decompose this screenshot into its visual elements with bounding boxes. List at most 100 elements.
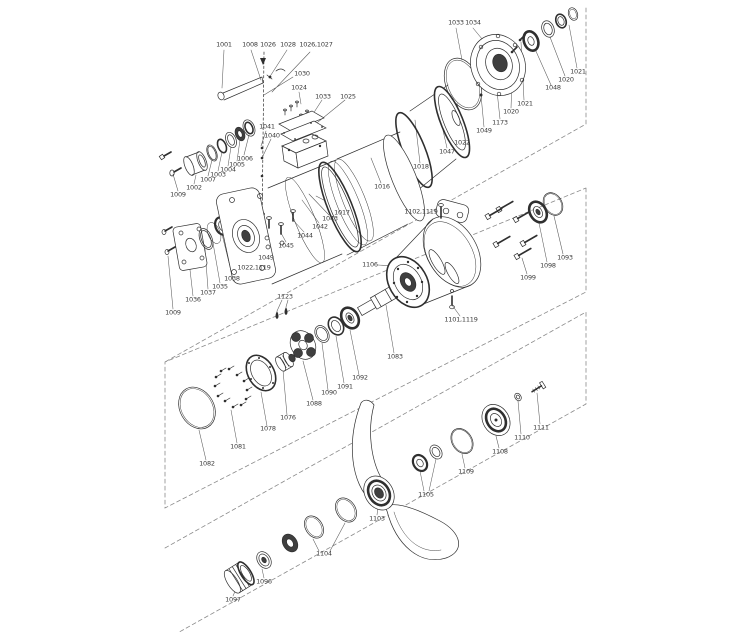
part-label: 1111 [533, 423, 549, 432]
part-label: 1024 [291, 83, 307, 92]
propeller [352, 399, 459, 560]
gasket-1037 [198, 228, 214, 250]
grease-drops [275, 307, 288, 319]
part-label: 1030 [294, 69, 310, 78]
part-label: 1106 [362, 260, 378, 269]
part-label: 1005 [229, 160, 245, 169]
part-label: 1034 [465, 18, 481, 27]
part-label: 1097 [225, 595, 241, 604]
part-label: 1033 [448, 18, 464, 27]
part-label: 1020 [503, 107, 519, 116]
part-label: 1016 [374, 182, 390, 191]
part-label: 1033 [315, 92, 331, 101]
pinion-bearing [527, 200, 549, 224]
part-label: 1042 [312, 222, 328, 231]
flange-ring [245, 354, 277, 392]
terminal-box-assembly [278, 100, 329, 169]
anode [481, 404, 511, 436]
end-cap-1002 [183, 151, 208, 176]
bearing-1006 [242, 119, 256, 137]
part-label: 1101,1119 [444, 315, 478, 324]
part-label: 1044 [297, 231, 313, 240]
part-label: 1040 [264, 131, 280, 140]
anode-screws [514, 380, 547, 402]
part-label: 1009 [165, 308, 181, 317]
gear-housing [385, 199, 482, 310]
part-label: 1035 [212, 282, 228, 291]
part-label: 1093 [557, 253, 573, 262]
part-label: 1047 [439, 147, 455, 156]
part-label: 1082 [199, 459, 215, 468]
part-label: 1003 [210, 170, 226, 179]
part-label: 1081 [230, 442, 246, 451]
part-label: 1123 [277, 292, 293, 301]
prop-o-ring [450, 428, 474, 454]
o-ring-1007 [206, 144, 218, 162]
part-label: 1102,1119 [404, 207, 438, 216]
large-o-ring [178, 386, 216, 430]
part-label: 1020 [558, 75, 574, 84]
part-label: 1103 [369, 514, 385, 523]
part-label: 1021 [517, 99, 533, 108]
part-label: 1021 [570, 67, 586, 76]
part-label: 1104 [316, 549, 332, 558]
part-label: 1049 [476, 126, 492, 135]
part-label: 1049 [258, 253, 274, 262]
part-label: 1008 [242, 40, 258, 49]
part-label: 1045 [278, 241, 294, 250]
end-bell [470, 33, 526, 97]
part-label: 1018 [413, 162, 429, 171]
part-label: 1022 [454, 138, 470, 147]
motor-assembly [216, 84, 471, 285]
gasket-plate-1033 [280, 120, 327, 142]
ring-1004 [225, 131, 237, 149]
part-label: 1017 [334, 208, 350, 217]
cover-plate-1025 [278, 110, 325, 132]
part-label: 1043 [322, 214, 338, 223]
part-label: 1078 [260, 424, 276, 433]
part-label: 1048 [545, 83, 561, 92]
part-label: 1007 [200, 175, 216, 184]
part-label: 1105 [418, 490, 434, 499]
part-label: 1041 [259, 122, 275, 131]
coupling [288, 330, 317, 363]
end-bearing-chain [522, 7, 579, 52]
part-label: 1088 [306, 399, 322, 408]
part-label: 1110 [514, 433, 530, 442]
part-label: 1028 [280, 40, 296, 49]
tiller-arm [217, 68, 286, 101]
part-label: 1083 [387, 352, 403, 361]
part-label: 1004 [220, 165, 236, 174]
seal-chain-bottom [256, 497, 357, 569]
screw-ring [213, 365, 253, 409]
bearing-seal-chain [314, 306, 361, 343]
part-label: 1092 [352, 373, 368, 382]
part-label: 1026 [260, 40, 276, 49]
prop-nut [411, 444, 443, 473]
part-label: 1026,1027 [299, 40, 333, 49]
part-label: 1090 [321, 388, 337, 397]
mounting-bolts [484, 200, 538, 261]
prop-cone [223, 561, 255, 594]
part-label: 1036 [185, 295, 201, 304]
part-label: 1076 [280, 413, 296, 422]
part-label: 1099 [520, 273, 536, 282]
part-label: 1091 [337, 382, 353, 391]
part-label: 1173 [492, 118, 508, 127]
housing-o-ring [542, 192, 564, 216]
panel-borders [164, 7, 587, 632]
flange-gasket-chain [161, 216, 231, 271]
part-label: 1022,1119 [237, 263, 271, 272]
part-label: 1006 [237, 154, 253, 163]
part-label: 1001 [216, 40, 232, 49]
ring-1003 [216, 138, 228, 154]
brush-cap-chain [158, 119, 256, 177]
part-label: 1108 [492, 447, 508, 456]
flange-plate-1036 [172, 223, 208, 271]
part-label: 1038 [224, 274, 240, 283]
motor-mount-screws [264, 209, 296, 250]
part-label: 1109 [458, 467, 474, 476]
part-label: 1096 [256, 577, 272, 586]
